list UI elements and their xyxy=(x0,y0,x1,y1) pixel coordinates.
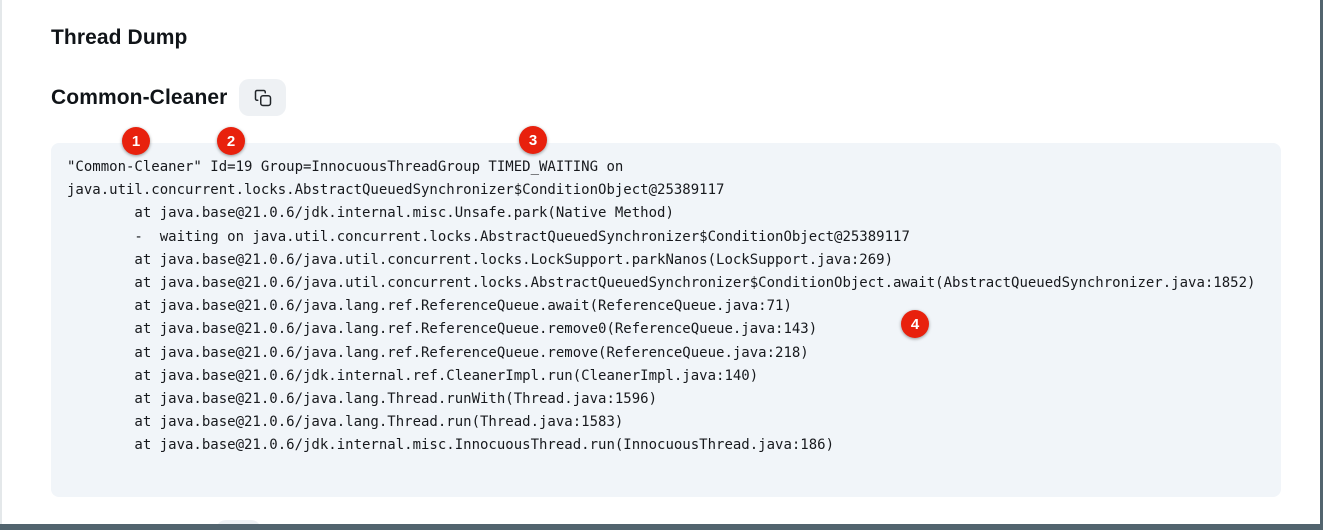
window-left-edge xyxy=(0,0,2,524)
annotation-badge-2: 2 xyxy=(217,127,245,155)
copy-icon xyxy=(254,89,272,107)
page-title: Thread Dump xyxy=(51,26,188,49)
window-right-edge xyxy=(1320,0,1323,530)
thread-dump-code: "Common-Cleaner" Id=19 Group=InnocuousTh… xyxy=(67,159,1256,454)
annotation-badge-4: 4 xyxy=(901,310,929,338)
annotation-badge-1: 1 xyxy=(122,127,150,155)
thread-dump-code-block: "Common-Cleaner" Id=19 Group=InnocuousTh… xyxy=(51,143,1281,497)
section-header: Common-Cleaner xyxy=(51,79,287,116)
copy-button[interactable] xyxy=(239,79,287,116)
annotation-badge-3: 3 xyxy=(519,126,547,154)
thread-section-heading: Common-Cleaner xyxy=(51,85,228,109)
window-bottom-edge xyxy=(0,524,1323,530)
